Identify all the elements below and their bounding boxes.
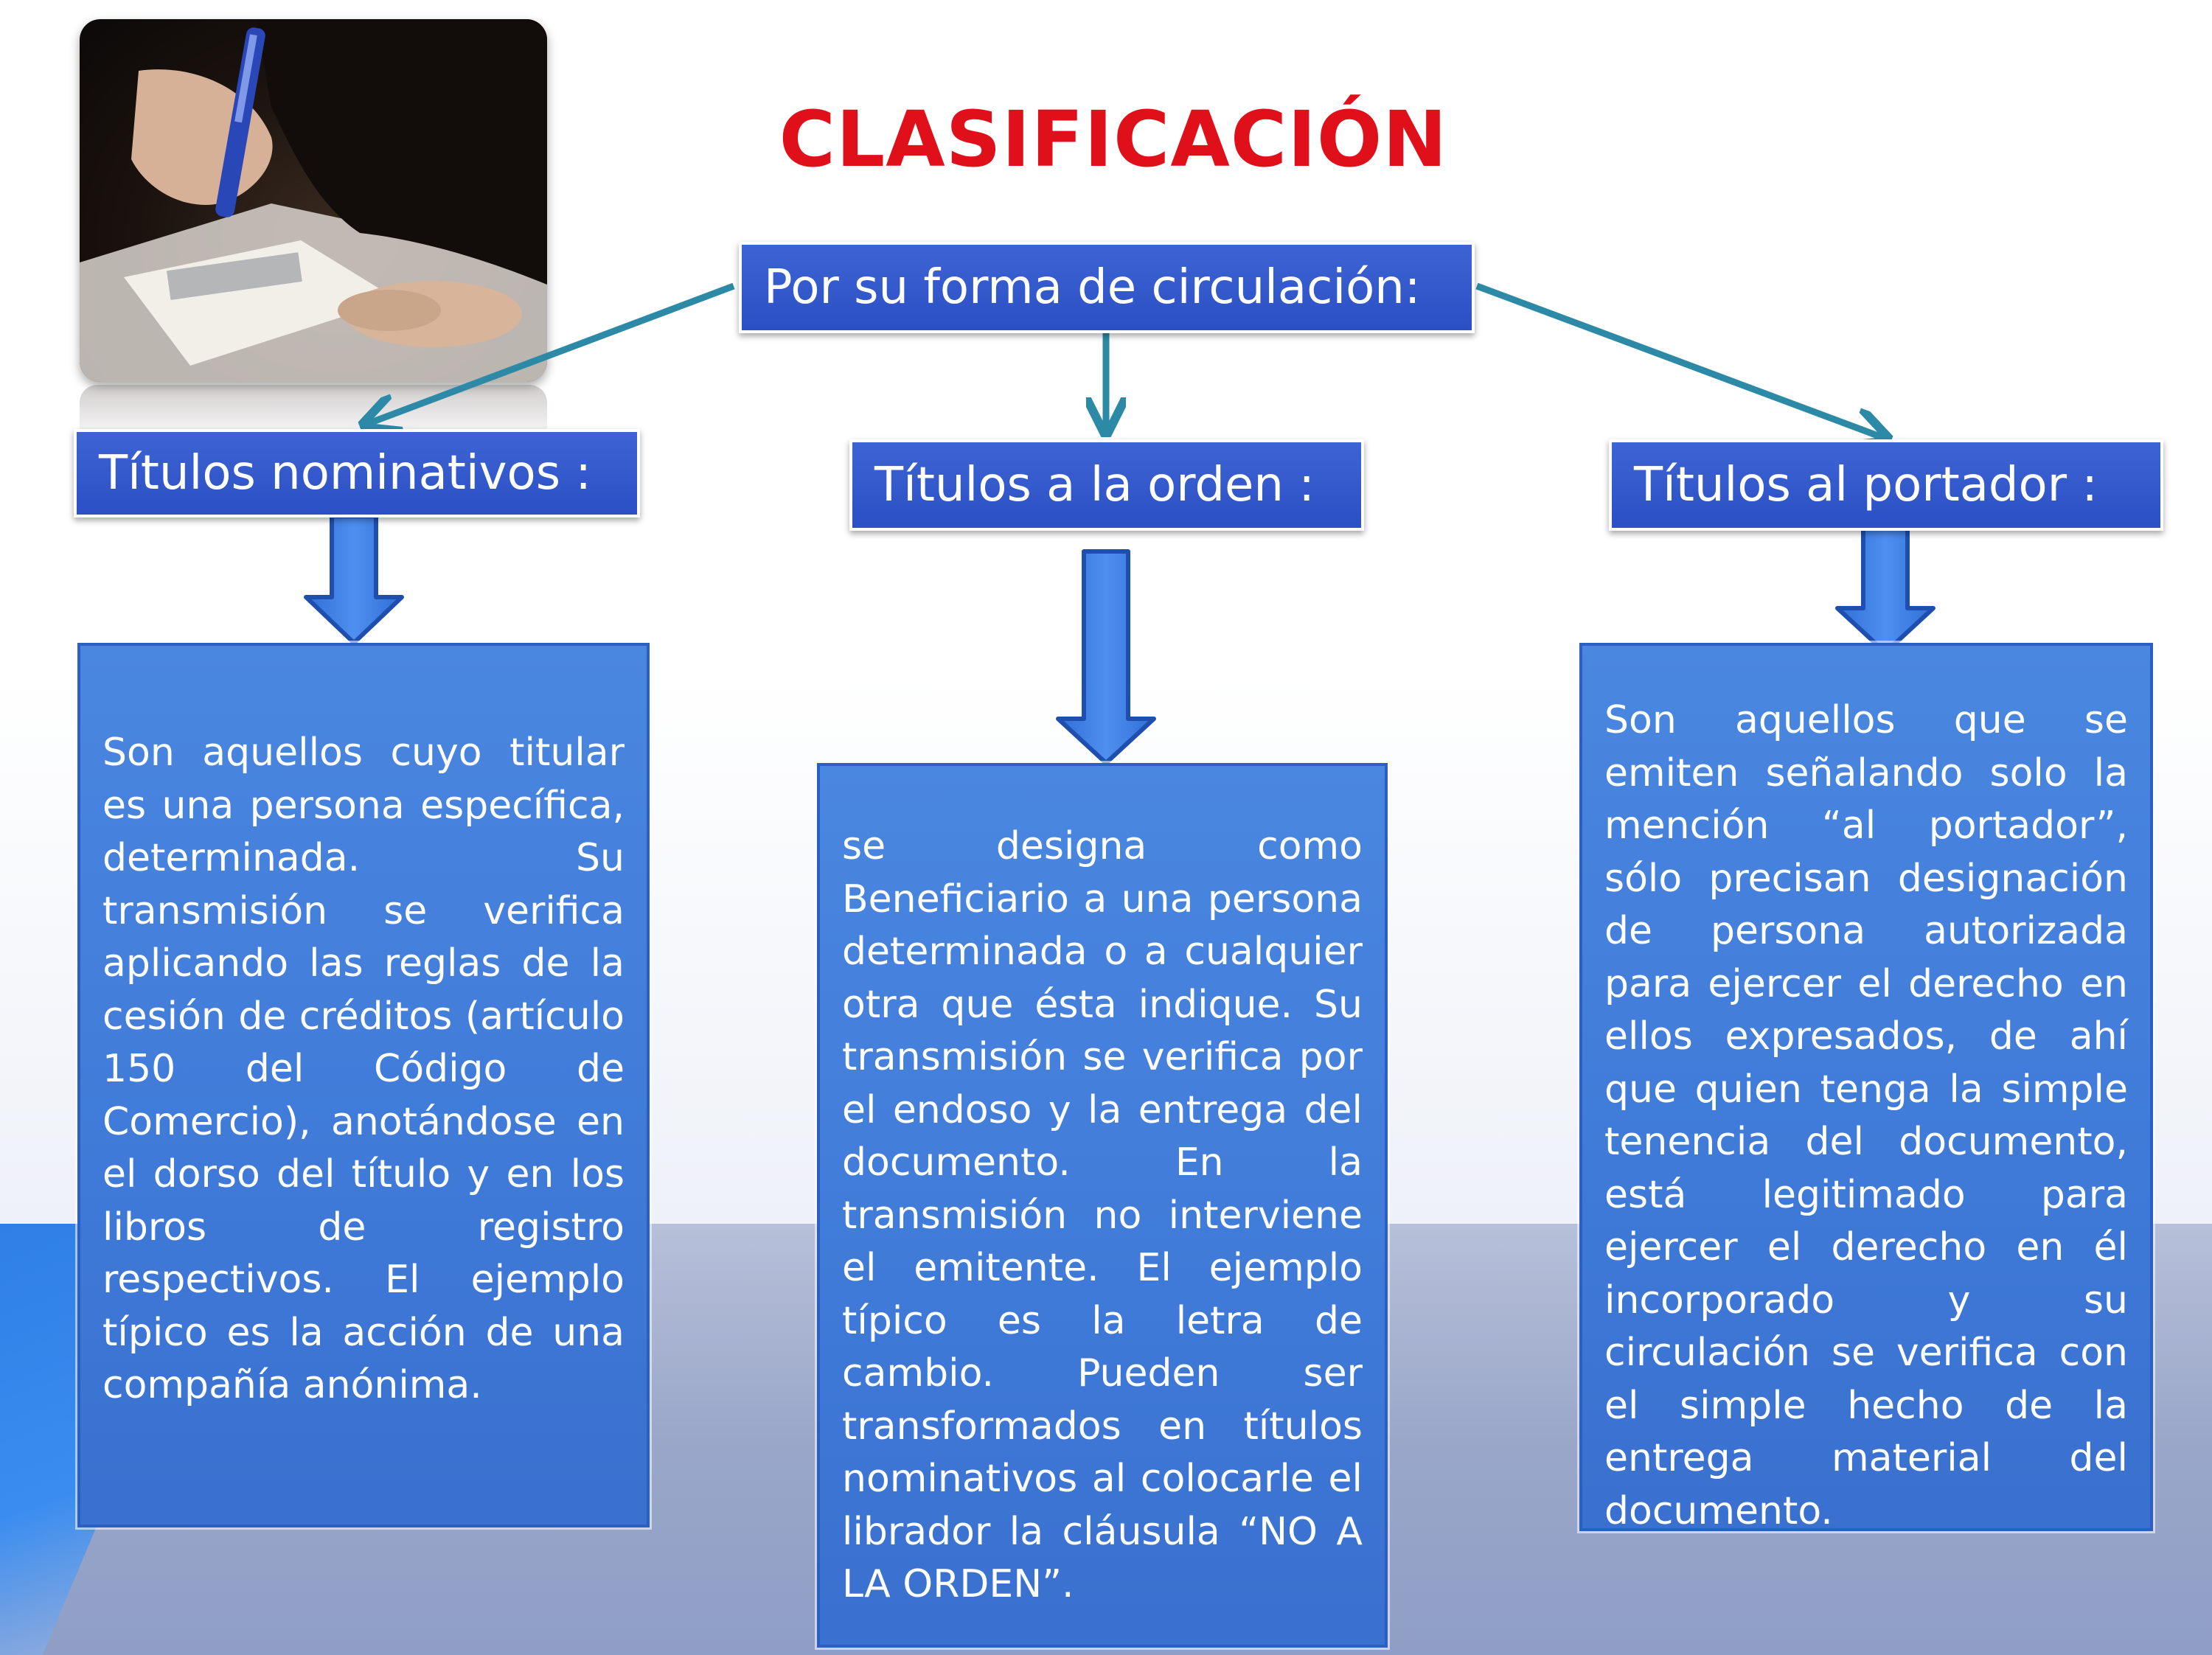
category-header-nominativos: Títulos nominativos : — [74, 429, 640, 518]
description-box-portador: Son aquellos que se emiten señalando sol… — [1579, 643, 2153, 1533]
signing-photo — [80, 19, 547, 382]
block-arrow-right — [1835, 523, 1935, 655]
block-arrow-left — [304, 514, 404, 645]
connector-left — [367, 282, 735, 424]
description-text: se designa como Beneficiario a una perso… — [842, 824, 1363, 1606]
description-box-nominativos: Son aquellos cuyo titular es una persona… — [77, 643, 650, 1527]
root-node-label: Por su forma de circulación: — [764, 260, 1421, 315]
description-text: Son aquellos cuyo titular es una persona… — [102, 731, 625, 1407]
signing-hand-illustration — [80, 19, 547, 382]
category-header-portador: Títulos al portador : — [1609, 439, 2163, 531]
page-title: CLASIFICACIÓN — [779, 94, 1448, 184]
category-label: Títulos al portador : — [1634, 458, 2098, 512]
connector-right — [1475, 282, 1884, 438]
category-label: Títulos a la orden : — [874, 458, 1315, 512]
description-text: Son aquellos que se emiten señalando sol… — [1604, 698, 2128, 1533]
description-box-orden: se designa como Beneficiario a una perso… — [817, 763, 1388, 1648]
category-label: Títulos nominativos : — [99, 446, 591, 501]
root-node: Por su forma de circulación: — [739, 242, 1475, 333]
category-header-orden: Títulos a la orden : — [849, 439, 1364, 531]
block-arrow-center — [1056, 549, 1156, 765]
